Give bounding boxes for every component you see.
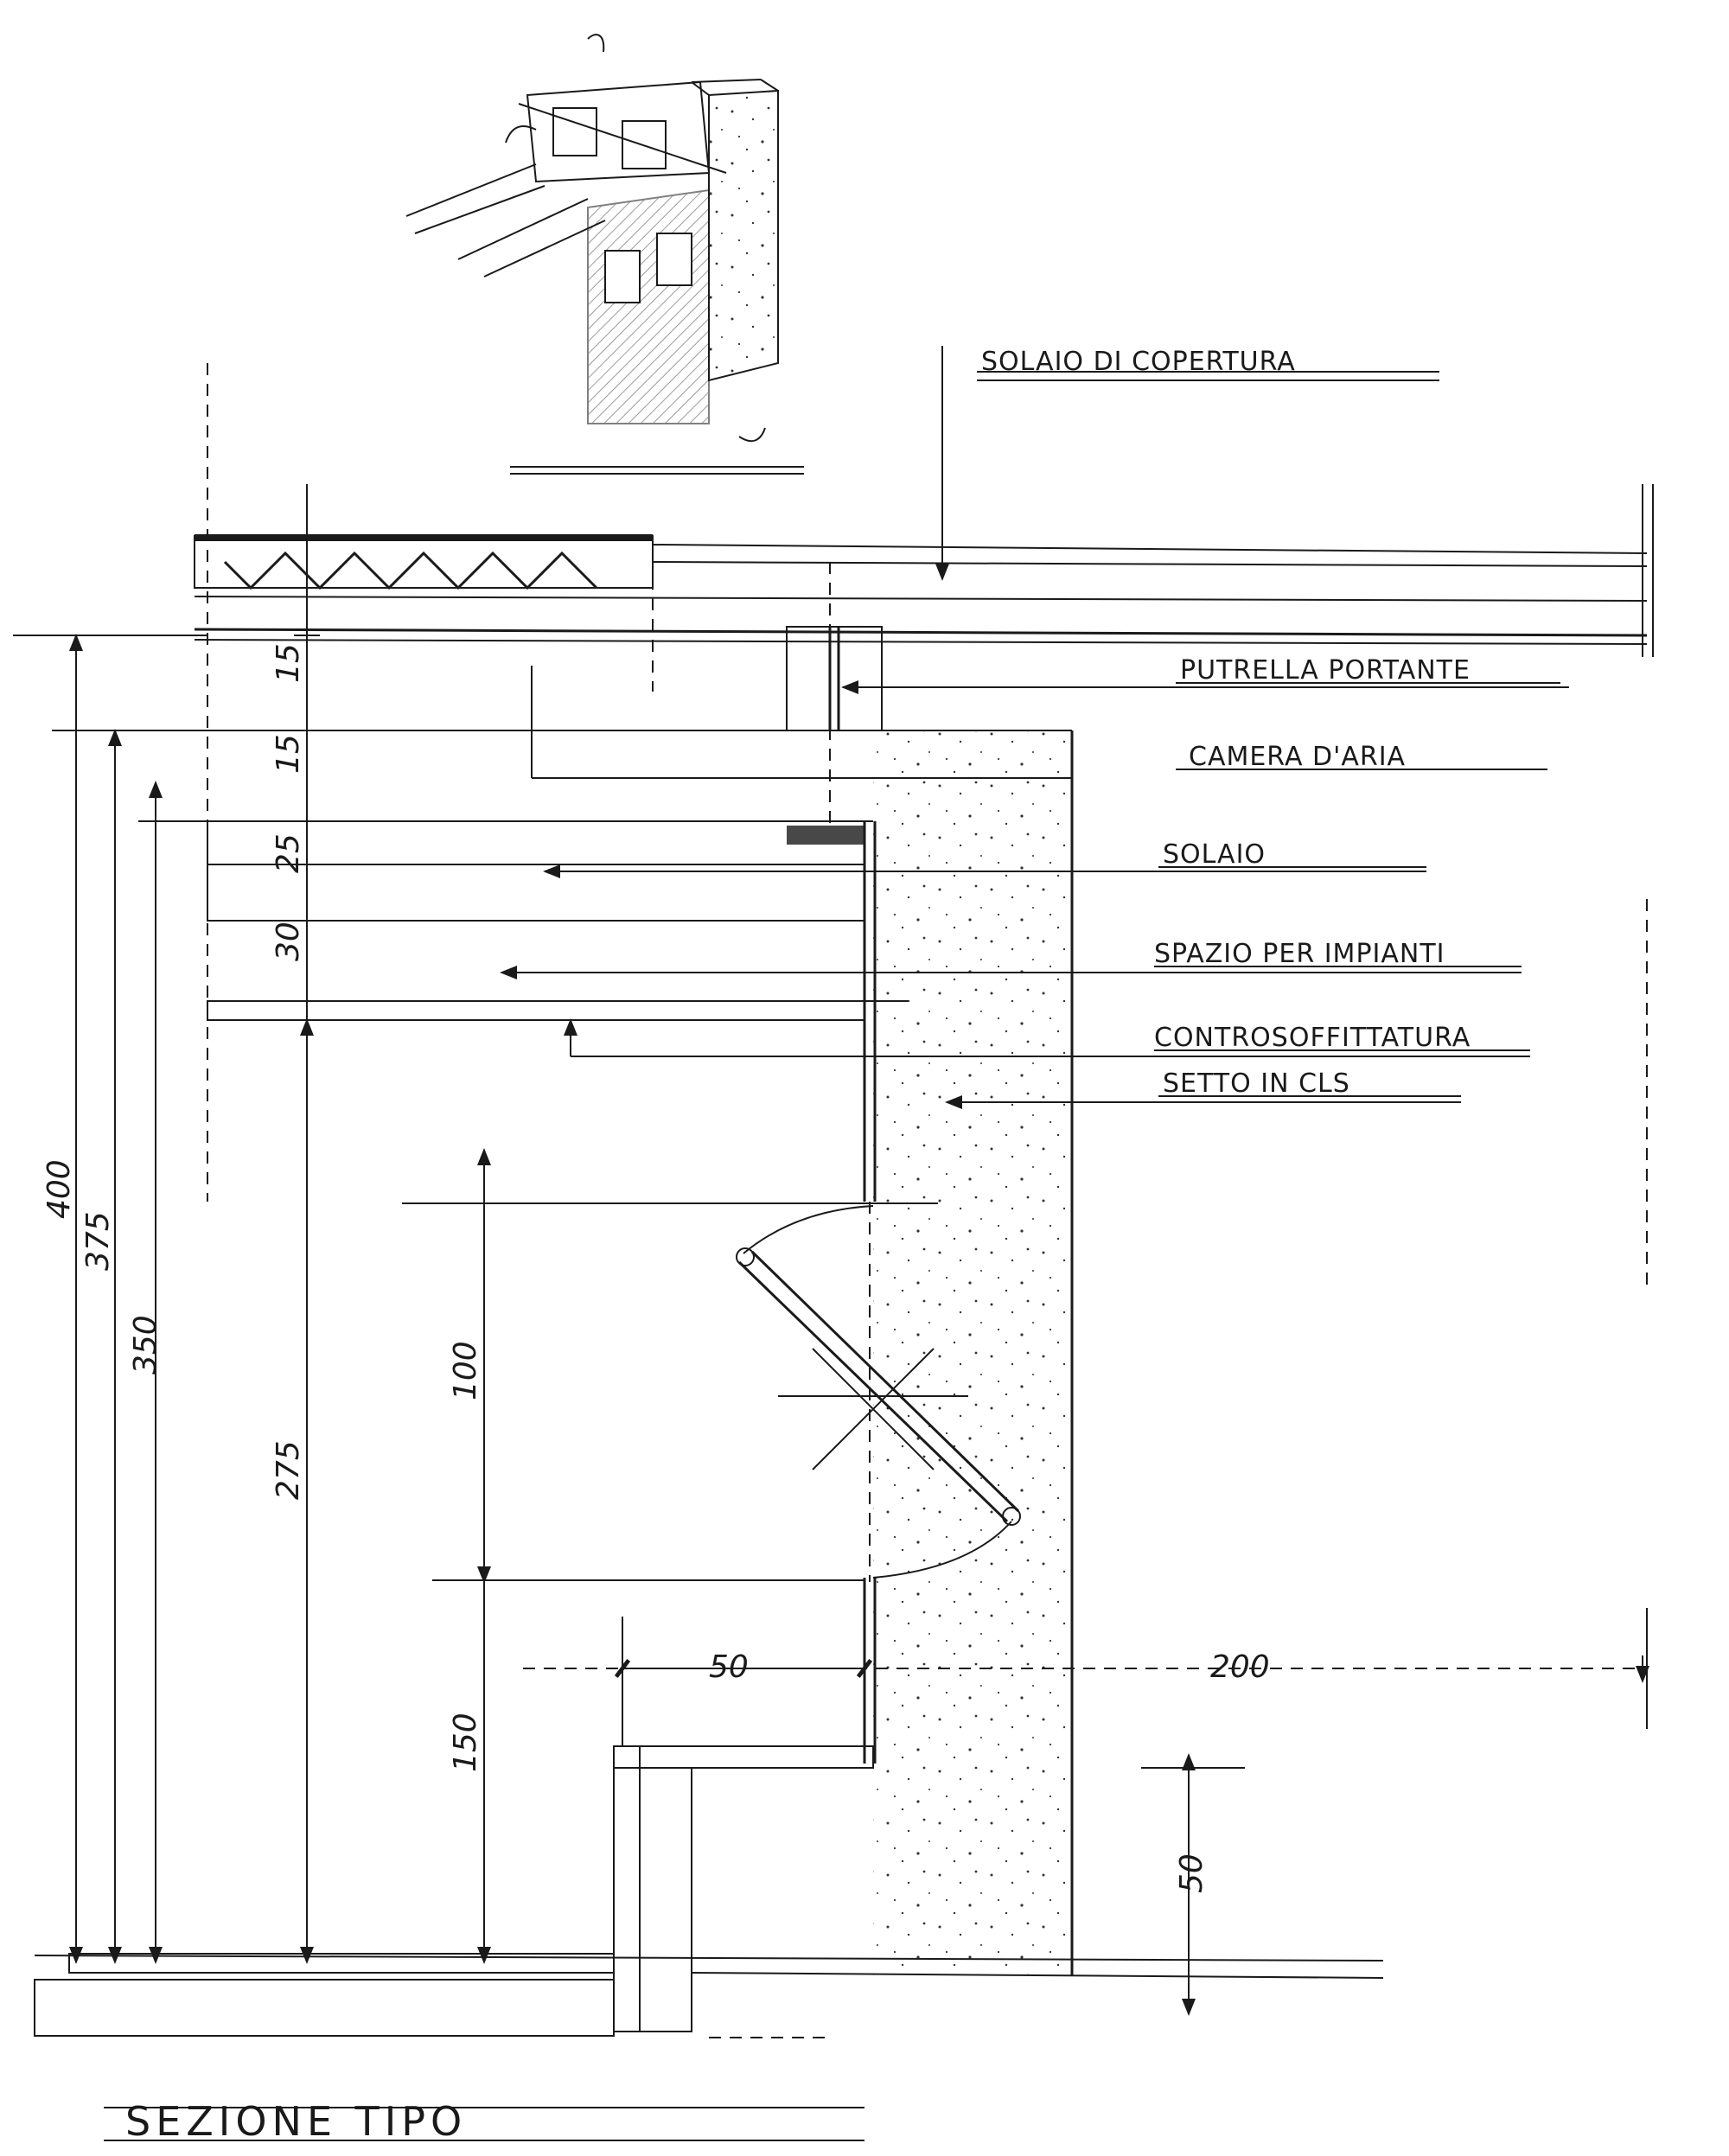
steel-beam (786, 562, 883, 830)
suspended-ceiling (207, 1000, 908, 1021)
ground-slab (34, 1953, 1384, 2038)
dim-275: 275 (271, 1440, 306, 1500)
dim-50-vertical: 50 (1174, 1853, 1209, 1893)
dim-15b: 15 (271, 734, 306, 774)
title-block: SEZIONE TIPO (104, 2098, 864, 2145)
dim-50-horizontal: 50 (709, 1649, 749, 1685)
dim-350: 350 (128, 1315, 163, 1375)
pivot-window (736, 1202, 1021, 1582)
concrete-wall (863, 730, 1074, 1975)
roof-slab (194, 484, 1654, 692)
dim-200: 200 (1210, 1649, 1270, 1685)
parapet (613, 1745, 874, 2032)
label-solaio: SOLAIO (1163, 839, 1266, 870)
dim-15a: 15 (271, 643, 306, 683)
dim-100: 100 (448, 1341, 483, 1400)
label-spazio-impianti: SPAZIO PER IMPIANTI (1154, 939, 1445, 969)
dim-375: 375 (80, 1211, 116, 1271)
dimension-values: 400 375 350 15 15 25 30 275 100 150 50 2… (41, 643, 1270, 1893)
annotation-labels: SOLAIO DI COPERTURA PUTRELLA PORTANTE CA… (981, 347, 1471, 1099)
label-solaio-copertura: SOLAIO DI COPERTURA (981, 347, 1296, 377)
axonometric-sketch (405, 34, 804, 475)
dim-150: 150 (448, 1713, 483, 1772)
label-setto-cls: SETTO IN CLS (1163, 1068, 1350, 1099)
dim-25: 25 (271, 833, 306, 873)
annotation-leaders (500, 346, 1569, 1109)
drawing-title: SEZIONE TIPO (125, 2098, 467, 2145)
dimension-lines (13, 605, 1649, 2016)
dim-30: 30 (271, 922, 306, 961)
label-controsoffittatura: CONTROSOFFITTATURA (1154, 1023, 1471, 1053)
label-putrella-portante: PUTRELLA PORTANTE (1180, 655, 1471, 686)
label-camera-aria: CAMERA D'ARIA (1189, 742, 1406, 772)
dim-400: 400 (41, 1159, 77, 1219)
